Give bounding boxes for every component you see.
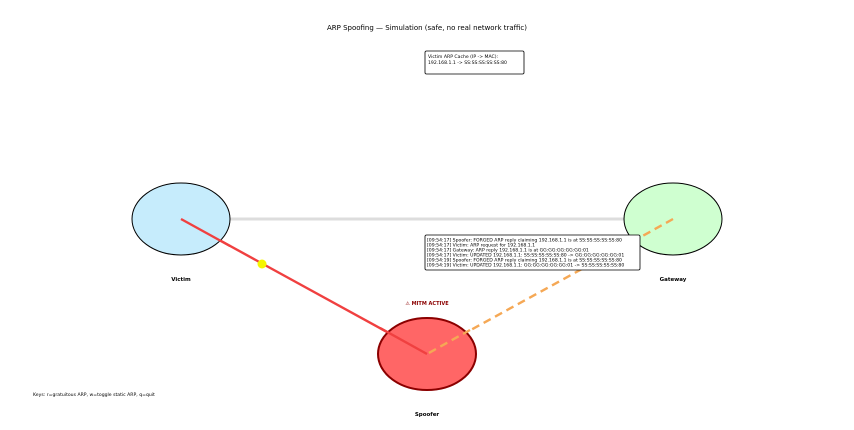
log-line: [09:54:19] Victim: UPDATED 192.168.1.1: … [427,263,624,269]
link-victim-spoofer-tip [180,217,231,248]
event-log-frame [424,234,641,271]
link-victim-spoofer-end [379,326,428,356]
arp-cache-box: Victim ARP Cache (IP -> MAC): 192.168.1.… [424,50,525,75]
arp-cache-entry: 192.168.1.1 -> SS:SS:SS:SS:SS:80 [428,60,507,66]
spoofer-label: Spoofer [415,412,440,418]
log-line: [09:54:17] Victim: ARP request for 192.1… [427,243,535,249]
packet-dot [257,259,267,269]
victim-label: Victim [171,277,191,283]
arp-cache-header: Victim ARP Cache (IP -> MAC): [428,54,499,60]
arp-cache-frame [424,50,525,75]
gateway-label: Gateway [660,277,687,283]
log-line: [09:54:17] Spoofer: FORGED ARP reply cla… [427,238,622,244]
log-line: [09:54:17] Victim: UPDATED 192.168.1.1: … [427,253,624,259]
event-log-box: [09:54:17] Spoofer: FORGED ARP reply cla… [424,234,641,271]
keys-hint: Keys: r=gratuitous ARP, w=toggle static … [33,392,155,398]
mitm-active-label: ⚠ MITM ACTIVE [405,301,449,307]
diagram-title: ARP Spoofing — Simulation (safe, no real… [327,24,527,32]
log-line: [09:54:17] Gateway: ARP reply 192.168.1.… [427,248,589,254]
link-gateway-spoofer-end [426,328,471,356]
log-line: [09:54:19] Spoofer: FORGED ARP reply cla… [427,258,622,264]
